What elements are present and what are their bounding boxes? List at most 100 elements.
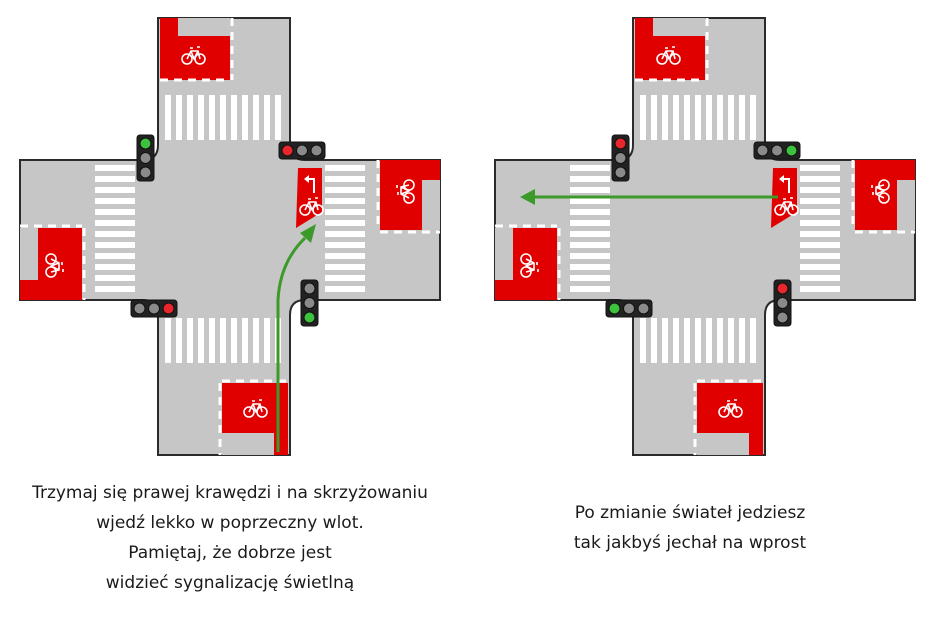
lane-gap-north	[653, 18, 705, 36]
crosswalk-north-stripe	[231, 95, 237, 140]
crosswalk-north-stripe	[253, 95, 259, 140]
crosswalk-north-stripe	[706, 95, 712, 140]
lane-gap-north	[178, 18, 230, 36]
crosswalk-south-stripe	[684, 318, 690, 363]
signal-north-lamp-3	[614, 166, 627, 179]
crosswalk-south-stripe	[220, 318, 226, 363]
signal-south-lamp-2	[303, 297, 316, 309]
signal-west-lamp-1	[608, 302, 621, 315]
signal-east-lamp-2	[296, 144, 308, 157]
crosswalk-east-stripe	[325, 198, 365, 204]
lane-edge-north	[160, 18, 234, 82]
crosswalk-west	[95, 165, 135, 292]
crosswalk-west-stripe	[95, 187, 135, 193]
caption-right-line-1: Po zmianie świateł jedziesz	[574, 503, 806, 523]
crosswalk-west-stripe	[570, 198, 610, 204]
crosswalk-north-stripe	[264, 95, 270, 140]
crosswalk-south-stripe	[231, 318, 237, 363]
route-arrow-head	[520, 189, 535, 205]
caption-right-line-2: tak jakbyś jechał na wprost	[573, 533, 807, 553]
crosswalk-west-stripe	[570, 220, 610, 226]
crosswalk-east-stripe	[325, 231, 365, 237]
signal-north-lamp-2	[139, 152, 152, 164]
crosswalk-east-stripe	[800, 242, 840, 248]
signal-north-lamp-2	[614, 152, 627, 164]
crosswalk-west-stripe	[95, 220, 135, 226]
crosswalk-south-stripe	[662, 318, 668, 363]
crosswalk-east-stripe	[800, 209, 840, 215]
lane-edge-north	[635, 18, 709, 82]
crosswalk-west-stripe	[570, 253, 610, 259]
crosswalk-north-stripe	[220, 95, 226, 140]
signal-south-lamp-2	[776, 297, 789, 309]
lane-gap-east	[422, 180, 440, 230]
intersection-left	[19, 17, 441, 456]
signal-south-lamp-3	[303, 311, 316, 324]
crosswalk-south-stripe	[706, 318, 712, 363]
crosswalk-south-stripe	[640, 318, 646, 363]
lane-edge-east	[851, 160, 915, 234]
lane-edge-west	[20, 224, 86, 300]
crosswalk-east-stripe	[800, 220, 840, 226]
signal-south	[300, 279, 319, 327]
signal-north-lamp-1	[139, 137, 152, 150]
crosswalk-west-stripe	[95, 275, 135, 281]
caption-left-line-1: Trzymaj się prawej krawędzi i na skrzyżo…	[32, 483, 428, 503]
lane-edge-west	[495, 224, 561, 300]
route-arrow-head	[300, 224, 316, 243]
crosswalk-west-stripe	[95, 264, 135, 270]
crosswalk-east-stripe	[800, 165, 840, 171]
crosswalk-south-stripe	[695, 318, 701, 363]
caption-right: Po zmianie świateł jedziesz tak jakbyś j…	[470, 498, 910, 558]
crosswalk-east-stripe	[800, 264, 840, 270]
crosswalk-west-stripe	[570, 209, 610, 215]
crosswalk-east-stripe	[800, 286, 840, 292]
crosswalk-north-stripe	[165, 95, 171, 140]
crosswalk-north-stripe	[275, 95, 281, 140]
crosswalk-east	[325, 165, 365, 292]
caption-left-line-3: Pamiętaj, że dobrze jest	[128, 543, 332, 563]
lane-edge-east	[376, 160, 440, 234]
lane-gap-east	[897, 180, 915, 230]
crosswalk-west-stripe	[570, 286, 610, 292]
lane-gap-south	[222, 433, 274, 455]
crosswalk-north-stripe	[728, 95, 734, 140]
bike-box	[296, 168, 322, 228]
crosswalk-east-stripe	[325, 275, 365, 281]
crosswalk-west-stripe	[570, 242, 610, 248]
crosswalk-east-stripe	[800, 198, 840, 204]
crosswalk-west-stripe	[95, 242, 135, 248]
signal-north-lamp-1	[614, 137, 627, 150]
crosswalk-east-stripe	[325, 264, 365, 270]
signal-east-lamp-1	[756, 144, 769, 157]
signal-east-lamp-1	[281, 144, 294, 157]
crosswalk-south-stripe	[209, 318, 215, 363]
crosswalk-west-stripe	[95, 253, 135, 259]
crosswalk-east-stripe	[800, 187, 840, 193]
crosswalk-west-stripe	[95, 209, 135, 215]
signal-south-lamp-1	[303, 282, 316, 295]
crosswalk-east-stripe	[800, 253, 840, 259]
signal-west-lamp-2	[148, 302, 160, 315]
crosswalk-north-stripe	[662, 95, 668, 140]
lane-edge-south	[693, 379, 763, 455]
crosswalk-south-stripe	[728, 318, 734, 363]
signal-west-lamp-3	[637, 302, 650, 315]
crosswalk-north-stripe	[209, 95, 215, 140]
lane-edge-south	[218, 379, 288, 455]
crosswalk-north-stripe	[684, 95, 690, 140]
crosswalk-east-stripe	[325, 187, 365, 193]
crosswalk-south-stripe	[165, 318, 171, 363]
crosswalk-north-stripe	[176, 95, 182, 140]
crosswalk-west-stripe	[570, 176, 610, 182]
crosswalk-east-stripe	[800, 231, 840, 237]
crosswalk-west-stripe	[95, 231, 135, 237]
signal-west-lamp-3	[162, 302, 175, 315]
diagram-scene	[19, 17, 916, 456]
crosswalk-south	[640, 318, 756, 363]
crosswalk-south-stripe	[750, 318, 756, 363]
crosswalk-south-stripe	[176, 318, 182, 363]
crosswalk-west-stripe	[95, 286, 135, 292]
signal-east	[278, 141, 326, 160]
lane-gap-west	[495, 228, 513, 280]
